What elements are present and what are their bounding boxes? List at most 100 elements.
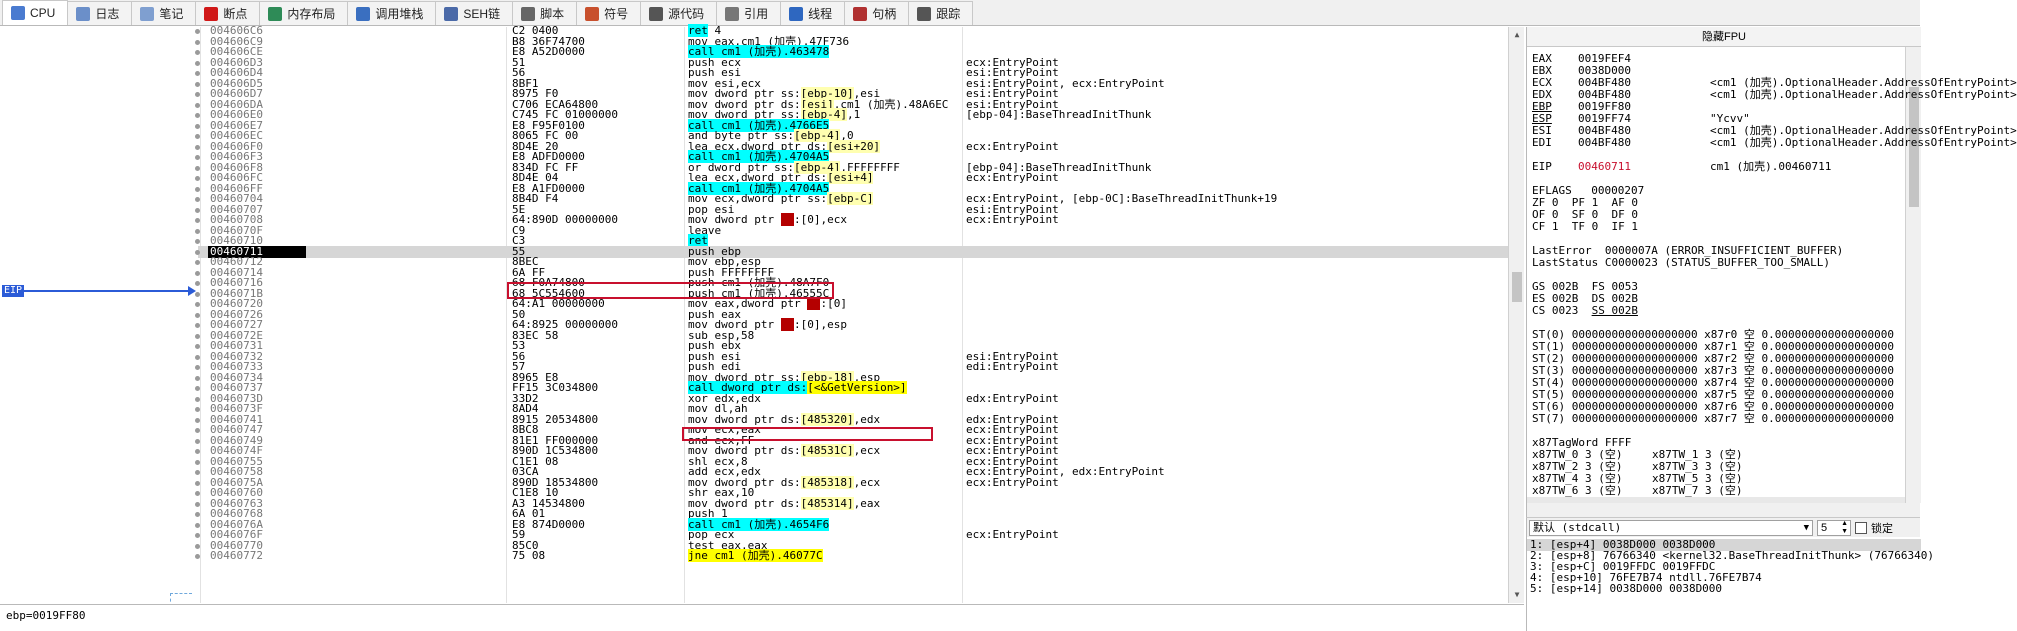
- breakpoint-dot-icon[interactable]: [195, 396, 200, 402]
- breakpoint-dot-icon[interactable]: [195, 354, 200, 360]
- breakpoint-dot-icon[interactable]: [195, 113, 200, 118]
- breakpoint-dot-icon[interactable]: [195, 92, 200, 97]
- tab-memory-map[interactable]: 内存布局: [259, 1, 349, 25]
- tab-log[interactable]: 日志: [67, 1, 133, 25]
- breakpoint-dot-icon[interactable]: [195, 438, 200, 444]
- breakpoint-dot-icon[interactable]: [195, 417, 200, 423]
- stack-arg-row[interactable]: 3: [esp+C] 0019FFDC 0019FFDC: [1530, 560, 1716, 573]
- breakpoint-dot-icon[interactable]: [195, 197, 200, 202]
- calling-convention-select[interactable]: 默认 (stdcall) ▼: [1529, 519, 1813, 536]
- breakpoint-dot-icon[interactable]: [195, 501, 200, 507]
- breakpoint-dot-icon[interactable]: [195, 39, 200, 45]
- breakpoint-dot-icon[interactable]: [195, 470, 200, 475]
- breakpoint-dot-icon[interactable]: [195, 123, 200, 129]
- scroll-thumb[interactable]: [1512, 272, 1522, 302]
- stack-arg-row[interactable]: 1: [esp+4] 0038D000 0038D000: [1527, 539, 1921, 551]
- breakpoint-dot-icon[interactable]: [195, 554, 200, 559]
- breakpoint-dot-icon[interactable]: [195, 512, 200, 517]
- breakpoint-dot-icon[interactable]: [195, 260, 200, 265]
- breakpoint-dot-icon[interactable]: [195, 333, 200, 339]
- breakpoint-dot-icon[interactable]: [195, 249, 200, 255]
- breakpoint-dot-icon[interactable]: [195, 522, 200, 528]
- tab-threads[interactable]: 线程: [780, 1, 846, 25]
- breakpoint-dot-icon[interactable]: [195, 165, 200, 171]
- breakpoint-dot-icon[interactable]: [195, 407, 200, 412]
- scroll-down-icon[interactable]: ▼: [1514, 590, 1520, 599]
- breakpoint-dot-icon[interactable]: [195, 428, 200, 433]
- tab-breakpoint[interactable]: 断点: [195, 1, 261, 25]
- breakpoint-dot-icon[interactable]: [195, 344, 200, 349]
- breakpoint-dot-icon[interactable]: [195, 291, 200, 297]
- tab-references[interactable]: 引用: [716, 1, 782, 25]
- breakpoint-dot-icon[interactable]: [195, 134, 200, 139]
- scroll-up-icon[interactable]: ▲: [1514, 30, 1520, 39]
- breakpoint-dot-icon[interactable]: [195, 543, 200, 549]
- breakpoint-dot-icon[interactable]: [195, 323, 200, 328]
- breakpoint-dot-icon[interactable]: [195, 60, 200, 66]
- tab-trace[interactable]: 跟踪: [908, 1, 974, 25]
- breakpoint-dot-icon[interactable]: [195, 449, 200, 454]
- lock-checkbox[interactable]: [1855, 521, 1867, 534]
- breakpoint-dot-icon[interactable]: [195, 155, 200, 160]
- breakpoint-dot-icon[interactable]: [195, 71, 200, 76]
- breakpoint-dot-icon[interactable]: [195, 533, 200, 538]
- breakpoint-dot-icon[interactable]: [195, 186, 200, 192]
- tab-cpu[interactable]: CPU: [2, 0, 69, 25]
- breakpoint-dot-icon[interactable]: [195, 29, 200, 34]
- breakpoint-dot-icon[interactable]: [195, 365, 200, 370]
- hide-fpu-button[interactable]: 隐藏FPU: [1527, 27, 1921, 47]
- register-scrollbar[interactable]: [1905, 47, 1921, 503]
- chevron-down-icon[interactable]: ▼: [1803, 522, 1809, 533]
- spinner-arrows-icon[interactable]: ▲▼: [1841, 519, 1848, 535]
- breakpoint-dot-icon[interactable]: [195, 228, 200, 234]
- tab-handles[interactable]: 句柄: [844, 1, 910, 25]
- breakpoint-dot-icon[interactable]: [195, 50, 200, 55]
- breakpoint-dot-icon[interactable]: [195, 312, 200, 318]
- breakpoint-dot-icon[interactable]: [195, 81, 200, 87]
- breakpoint-dot-icon[interactable]: [195, 302, 200, 307]
- breakpoint-dot-icon[interactable]: [195, 459, 200, 465]
- breakpoint-dot-icon[interactable]: [195, 491, 200, 496]
- breakpoint-dot-icon[interactable]: [195, 176, 200, 181]
- register-hscrollbar[interactable]: [1527, 497, 1905, 503]
- tab-call-stack[interactable]: 调用堆栈: [347, 1, 437, 25]
